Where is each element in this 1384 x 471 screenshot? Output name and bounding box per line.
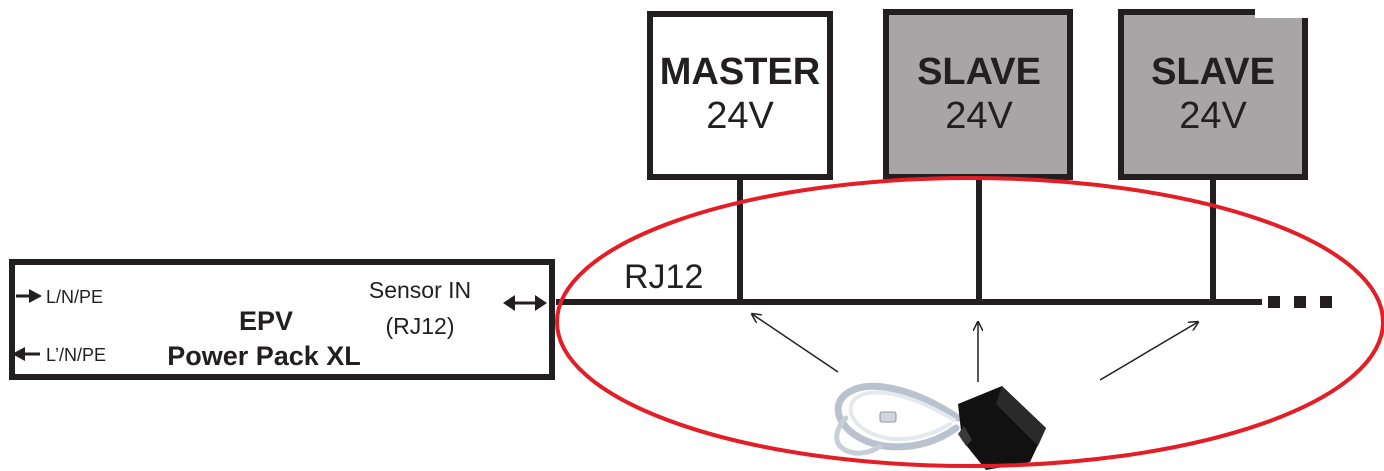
slave-1-role-label: SLAVE [917, 51, 1041, 93]
slave-1-voltage-label: 24V [945, 95, 1013, 137]
slave-2-role-label: SLAVE [1151, 51, 1275, 93]
master-device: MASTER 24V [650, 14, 830, 177]
slave-device-2-corner-notch [1255, 6, 1309, 18]
brand-label: EPV [239, 306, 293, 336]
output-label: L’/N/PE [46, 345, 106, 365]
sensor-port-label: (RJ12) [385, 313, 454, 339]
slave-2-voltage-label: 24V [1179, 95, 1247, 137]
master-role-label: MASTER [660, 51, 820, 93]
rj12-cable-icon [837, 386, 1046, 470]
model-label: Power Pack XL [167, 341, 361, 371]
bus-label: RJ12 [624, 258, 703, 296]
master-voltage-label: 24V [706, 95, 774, 137]
slave-device-2: SLAVE 24V [1121, 6, 1309, 177]
pointer-arrow-left [752, 314, 838, 372]
power-pack-box: L/N/PE L’/N/PE EPV Power Pack XL Sensor … [12, 262, 552, 377]
slave-device-1: SLAVE 24V [886, 12, 1070, 177]
sensor-label: Sensor IN [369, 277, 471, 303]
input-label: L/N/PE [46, 287, 103, 307]
continuation-dots [1268, 296, 1332, 308]
pointer-arrow-right [1100, 322, 1198, 380]
